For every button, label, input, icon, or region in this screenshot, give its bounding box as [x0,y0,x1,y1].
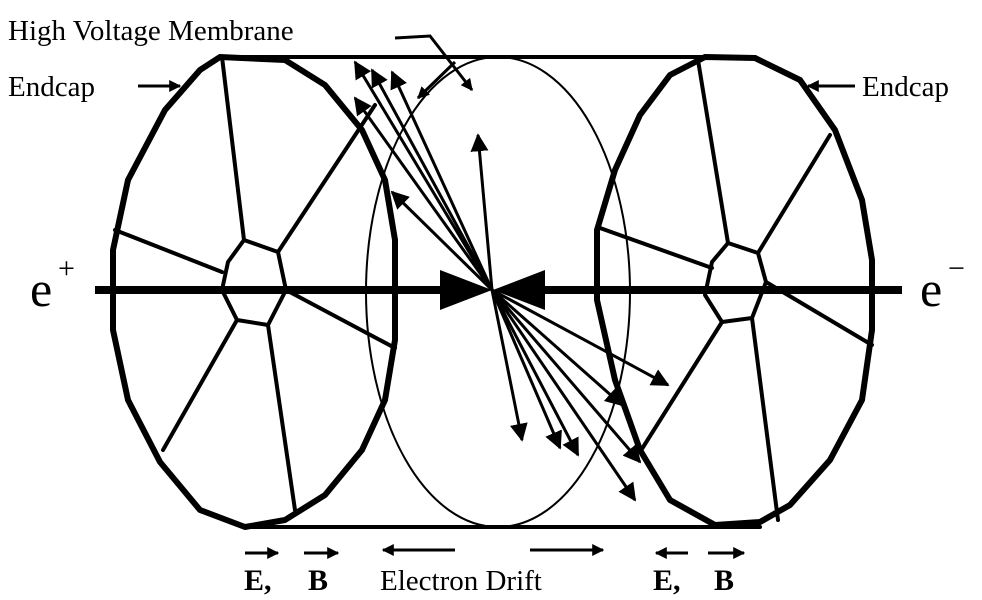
drift-label: Electron Drift [380,565,542,597]
electron-label: e [920,261,942,317]
field-left-E-label: E, [244,564,272,597]
electron-sign: − [948,252,965,285]
beam-arrowhead-left [493,270,545,310]
field-left-B-label: B [308,564,328,597]
endcap-left-label: Endcap [8,71,95,103]
positron-sign: + [58,252,75,285]
positron-label: e [30,261,52,317]
particle-tracks [353,60,670,502]
membrane-label: High Voltage Membrane [8,15,294,47]
membrane-arrow-2 [416,60,457,100]
left-endcap [110,54,398,530]
beam-arrowhead-right [440,270,492,310]
field-right-E-label: E, [653,564,681,597]
membrane-leader [394,34,474,91]
endcap-right-label: Endcap [862,71,949,103]
right-endcap [594,54,875,528]
field-right-B-label: B [714,564,734,597]
